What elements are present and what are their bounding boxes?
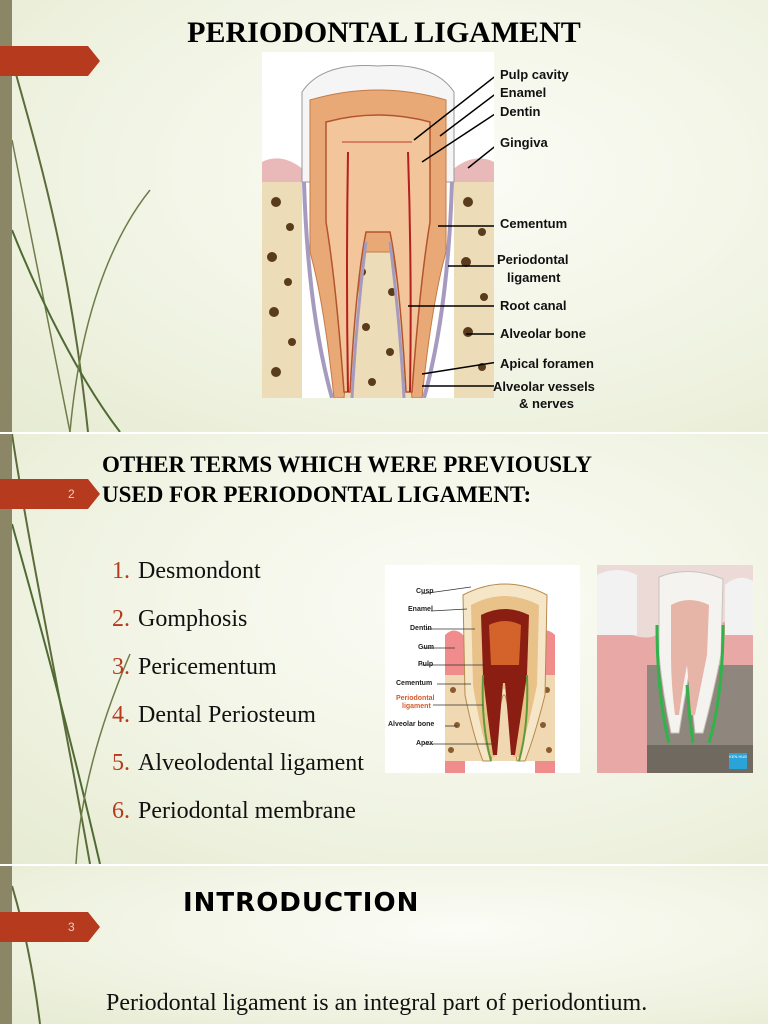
fig-label-apex: Apex xyxy=(416,740,434,747)
fig-label-cusp: Cusp xyxy=(416,588,434,595)
slide-title: INTRODUCTION xyxy=(183,888,420,918)
list-text: Desmondont xyxy=(138,558,261,584)
list-number: 6. xyxy=(112,798,130,824)
slide-title: OTHER TERMS WHICH WERE PREVIOUSLY USED F… xyxy=(102,450,742,510)
label-nerves: & nerves xyxy=(519,396,574,411)
label-alveolar-vessels: Alveolar vessels xyxy=(493,379,595,394)
list-number: 4. xyxy=(112,702,130,728)
label-enamel: Enamel xyxy=(500,85,547,100)
list-item: 3. Pericementum xyxy=(112,650,364,698)
fig-label-ligament: ligament xyxy=(402,703,431,710)
list-item: 6. Periodontal membrane xyxy=(112,794,364,842)
slide-title: PERIODONTAL LIGAMENT xyxy=(187,16,581,49)
kenhub-badge: KEN HUB xyxy=(729,753,747,769)
title-line-2: USED FOR PERIODONTAL LIGAMENT: xyxy=(102,482,532,507)
label-root-canal: Root canal xyxy=(500,298,567,313)
fig-label-pdl: Periodontal xyxy=(396,695,435,702)
fig-label-alveolar-bone: Alveolar bone xyxy=(388,721,435,728)
label-dentin: Dentin xyxy=(500,104,541,119)
slide-2: 2 OTHER TERMS WHICH WERE PREVIOUSLY USED… xyxy=(0,434,768,864)
slide-number-arrow: 2 xyxy=(0,479,100,509)
decorative-swoosh xyxy=(11,885,41,1024)
list-number: 2. xyxy=(112,606,130,632)
slide-number-arrow xyxy=(0,46,100,76)
tooth-3d-illustration: KEN HUB xyxy=(597,565,753,773)
slide-1: PERIODONTAL LIGAMENT xyxy=(0,0,768,432)
fig-label-cementum: Cementum xyxy=(396,680,433,687)
title-line-1: OTHER TERMS WHICH WERE PREVIOUSLY xyxy=(102,452,592,477)
bullet-item: Periodontal ligament is an integral part… xyxy=(96,990,647,1017)
tooth-cross-section-figure xyxy=(262,52,494,398)
slide-divider xyxy=(0,864,768,866)
list-text: Pericementum xyxy=(138,654,277,680)
slide-divider xyxy=(0,432,768,434)
list-text: Alveolodental ligament xyxy=(138,750,364,776)
list-item: 1. Desmondont xyxy=(112,554,364,602)
bullet-text: Periodontal ligament is an integral part… xyxy=(106,990,648,1016)
list-item: 5. Alveolodental ligament xyxy=(112,746,364,794)
tooth-anatomy-figure: Cusp Enamel Dentin Gum Pulp Cementum Per… xyxy=(385,565,580,773)
fig-label-gum: Gum xyxy=(418,644,434,651)
label-periodontal: Periodontal xyxy=(497,252,569,267)
fig-label-dentin: Dentin xyxy=(410,625,432,632)
label-gingiva: Gingiva xyxy=(500,135,548,150)
list-item: 4. Dental Periosteum xyxy=(112,698,364,746)
list-text: Dental Periosteum xyxy=(138,702,316,728)
sidebar-strip xyxy=(0,434,12,864)
label-apical-foramen: Apical foramen xyxy=(500,356,594,371)
fig-label-pulp: Pulp xyxy=(418,661,434,668)
terms-list: 1.Desmondont 2.Gomphosis 3.Pericementum … xyxy=(112,554,364,842)
list-text: Periodontal membrane xyxy=(138,798,356,824)
slide-3: 3 INTRODUCTION Periodontal ligament is a… xyxy=(0,866,768,1024)
list-number: 1. xyxy=(112,558,130,584)
decorative-swoosh xyxy=(11,59,151,432)
fig-label-enamel: Enamel xyxy=(408,606,433,613)
list-item: 2. Gomphosis xyxy=(112,602,364,650)
list-number: 3. xyxy=(112,654,130,680)
label-pulp-cavity: Pulp cavity xyxy=(500,67,569,82)
label-ligament: ligament xyxy=(507,270,561,285)
sidebar-strip xyxy=(0,866,12,1024)
list-text: Gomphosis xyxy=(138,606,248,632)
list-number: 5. xyxy=(112,750,130,776)
label-alveolar-bone: Alveolar bone xyxy=(500,326,586,341)
sidebar-strip xyxy=(0,0,12,432)
slide-number-arrow: 3 xyxy=(0,912,100,942)
label-cementum: Cementum xyxy=(500,216,568,231)
